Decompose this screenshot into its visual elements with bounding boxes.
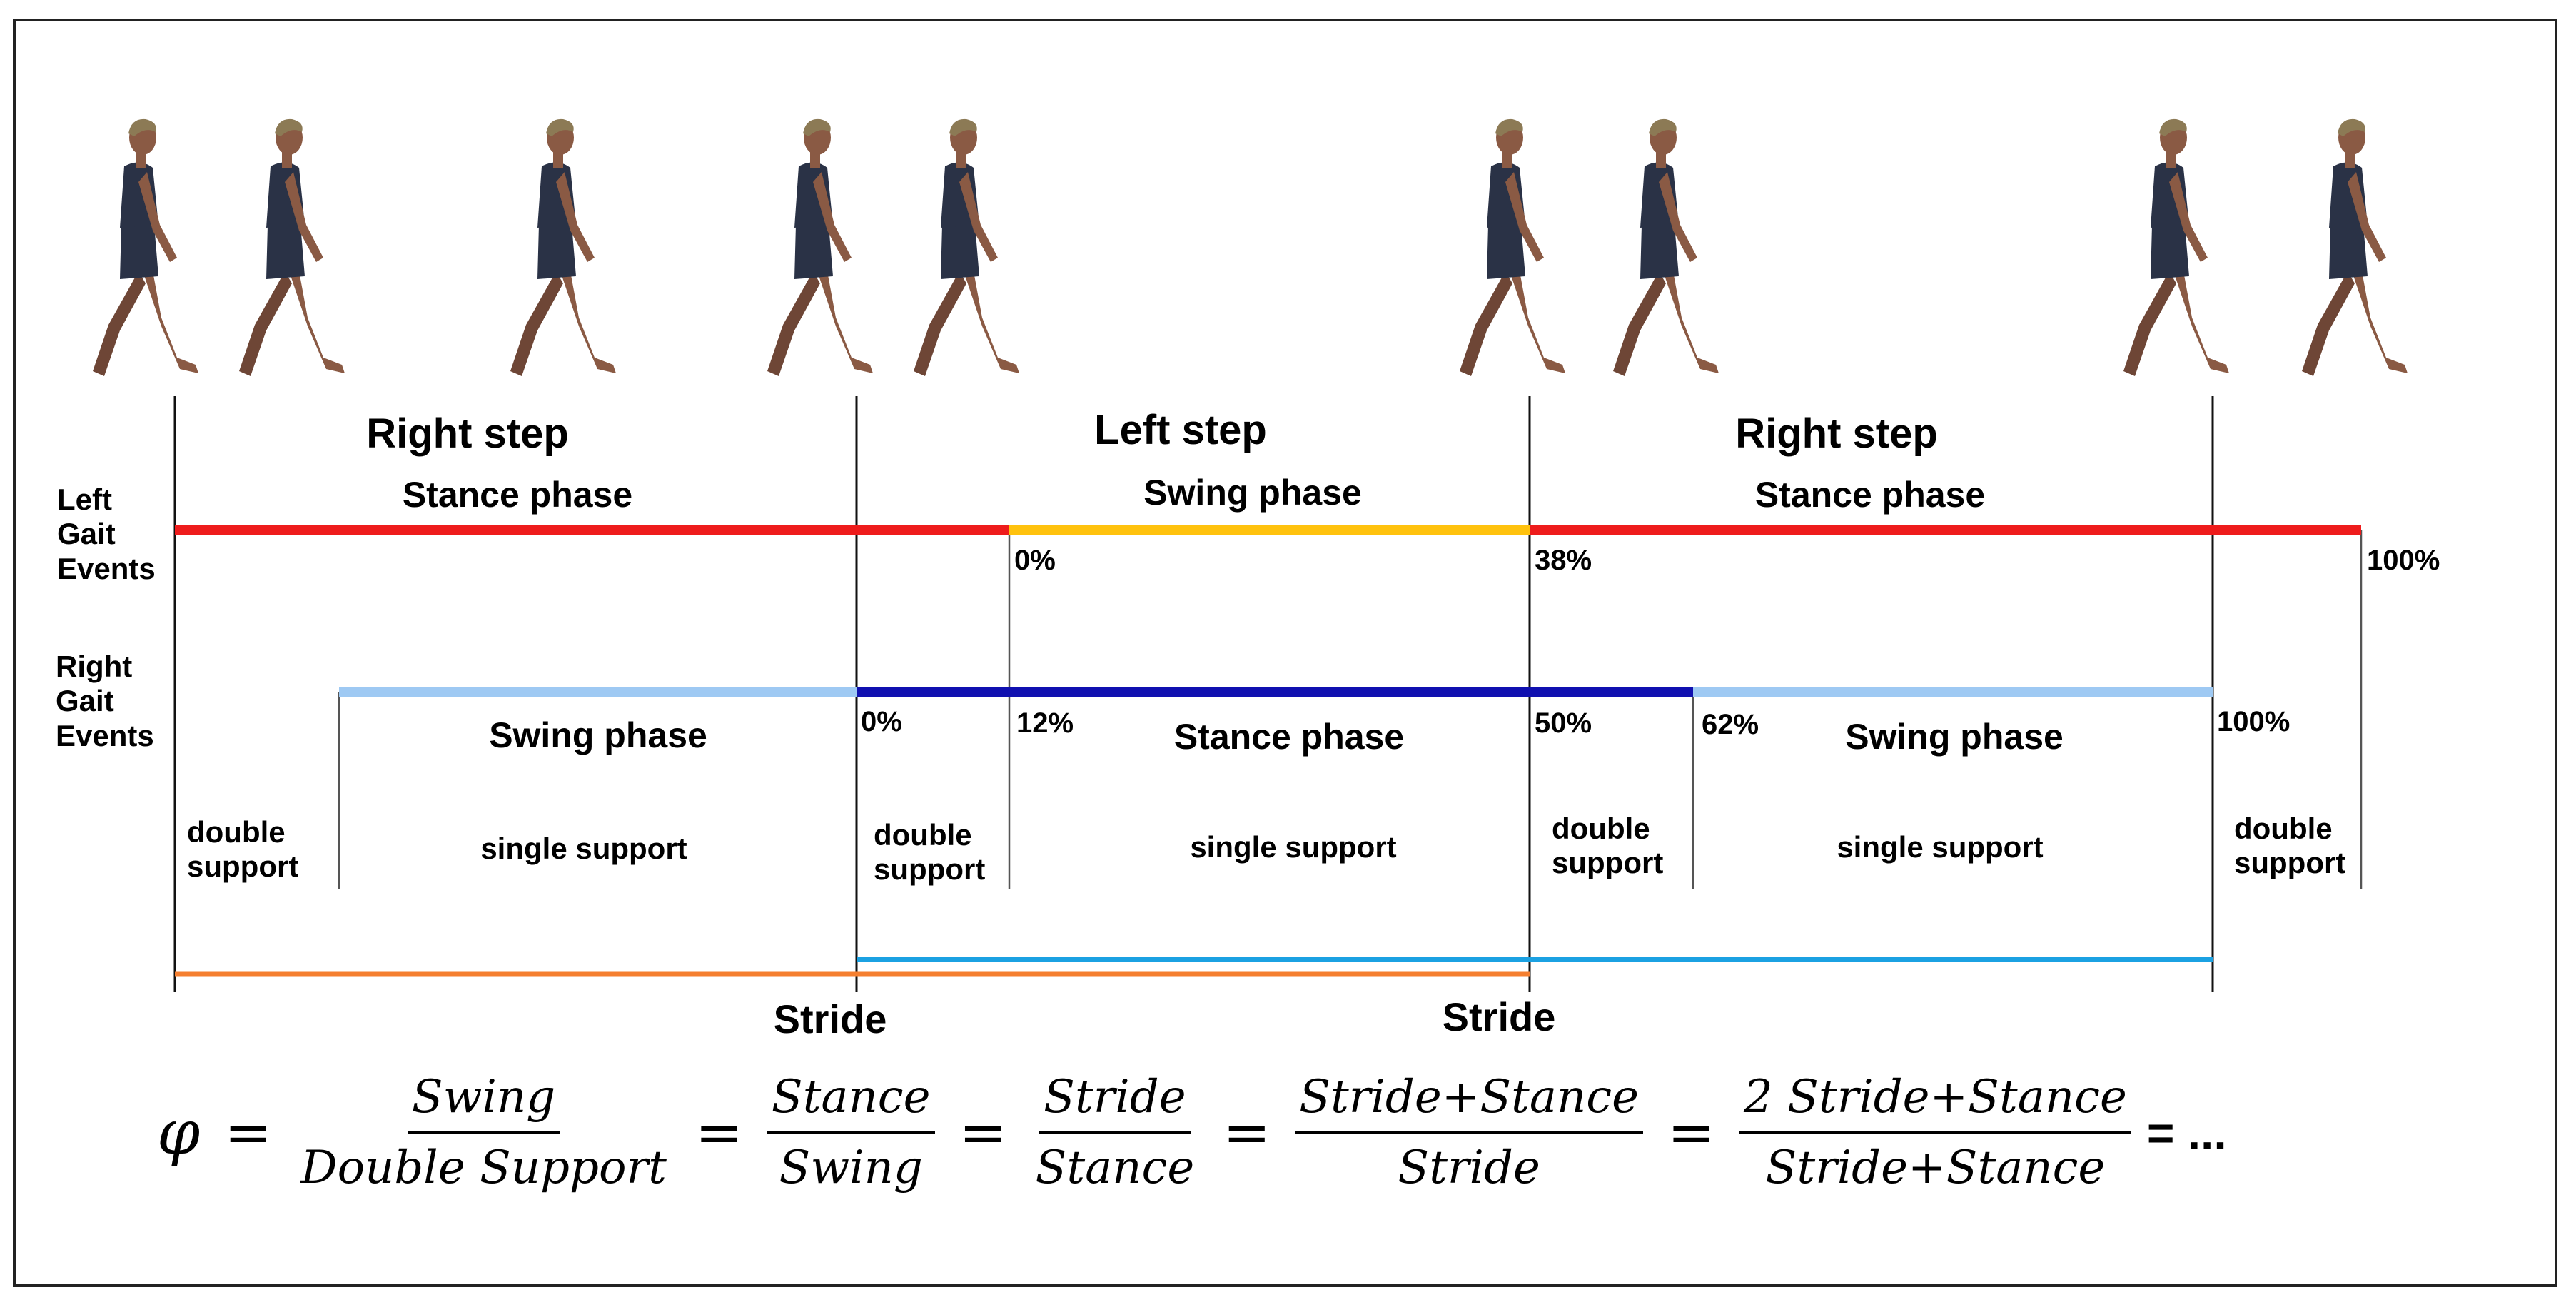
equals-sign-4: = [1223,1099,1271,1166]
walking-person-icon [2123,118,2229,376]
fraction-1-numerator: Swing [407,1071,560,1134]
support-label-7-line-1: double [2234,812,2333,845]
diagram-frame [13,19,2557,1287]
support-label-1-line-2: support [187,849,299,884]
fraction-1: Swing Double Support [296,1071,671,1194]
fraction-3-numerator: Stride [1039,1071,1191,1134]
walking-person-icon [239,118,345,376]
left-phase-label-2: Swing phase [1143,473,1362,513]
support-label-2: single support [480,832,687,865]
support-label-3-line-2: support [874,852,986,887]
right-phase-label-2: Stance phase [1173,717,1405,757]
fraction-5: 2 Stride+Stance Stride+Stance [1739,1071,2131,1194]
support-label-6: single support [1837,830,2044,864]
walking-person-icon [1613,118,1719,376]
right-phase-label-1: Swing phase [489,715,707,755]
right-phase-label-3: Swing phase [1845,717,2064,757]
walking-person-icon [914,118,1019,376]
fraction-5-denominator: Stride+Stance [1765,1141,2106,1194]
stride-label-2: Stride [1442,994,1556,1039]
walking-person-icon [93,118,198,376]
right-gait-label-line-2: Gait [56,684,114,718]
left-phase-label-3: Stance phase [1754,475,1986,515]
left-gait-label-line-3: Events [57,551,156,585]
fraction-1-denominator: Double Support [300,1141,667,1194]
left-gait-label-line-2: Gait [57,517,116,551]
equals-sign-3: = [959,1099,1007,1166]
right-percent-12: 12% [1016,707,1074,739]
right-gait-label-line-1: Right [56,650,133,683]
fraction-2-numerator: Stance [767,1071,935,1134]
phi-symbol: φ [157,1096,201,1169]
fraction-4-denominator: Stride [1398,1141,1540,1194]
right-percent-50: 50% [1535,707,1592,739]
walking-person-icon [1460,118,1565,376]
right-gait-label-line-3: Events [56,718,154,752]
left-gait-label-line-1: Left [57,483,112,516]
phase-ratio-formula: φ = Swing Double Support = Stance Swing … [157,1071,2227,1194]
equals-sign-2: = [694,1099,743,1166]
step-title-1: Right step [366,410,569,457]
right-percent-62: 62% [1702,709,1759,740]
walking-person-icon [2302,118,2408,376]
support-label-3-line-1: double [874,818,972,852]
equals-sign-1: = [224,1099,273,1166]
step-title-2: Left step [1094,407,1267,453]
walking-person-icon [767,118,873,376]
fraction-2-denominator: Swing [779,1141,923,1194]
fraction-2: Stance Swing [767,1071,935,1194]
left-percent-0: 0% [1014,545,1056,576]
support-label-5-line-2: support [1552,846,1664,880]
support-label-5-line-1: double [1552,812,1650,845]
fraction-3-denominator: Stance [1035,1141,1195,1194]
left-phase-label-1: Stance phase [402,475,633,515]
stride-label-1: Stride [773,996,887,1041]
support-label-1: double support [187,815,298,884]
walking-figures [93,118,2408,376]
walking-person-icon [510,118,616,376]
support-label-4: single support [1190,830,1397,864]
support-label-7-line-2: support [2234,846,2346,880]
support-label-5: double support [1552,812,1663,881]
left-percent-100: 100% [2367,545,2440,576]
stride-lines [175,957,2213,977]
fraction-4: Stride+Stance Stride [1295,1071,1643,1194]
left-gait-events-label: Left Gait Events [57,483,156,586]
fraction-4-numerator: Stride+Stance [1295,1071,1643,1134]
left-percent-38: 38% [1535,545,1592,576]
right-percent-100: 100% [2217,706,2290,737]
right-percent-0: 0% [861,706,902,737]
fraction-3: Stride Stance [1031,1071,1199,1194]
fraction-5-numerator: 2 Stride+Stance [1739,1071,2131,1134]
right-gait-events-label: Right Gait Events [56,650,154,753]
step-title-3: Right step [1735,410,1938,457]
support-label-1-line-1: double [187,815,286,849]
equals-sign-5: = [1667,1099,1715,1166]
formula-continuation: = ... [2146,1106,2227,1159]
support-label-7: double support [2234,812,2345,881]
support-label-3: double support [874,818,985,887]
